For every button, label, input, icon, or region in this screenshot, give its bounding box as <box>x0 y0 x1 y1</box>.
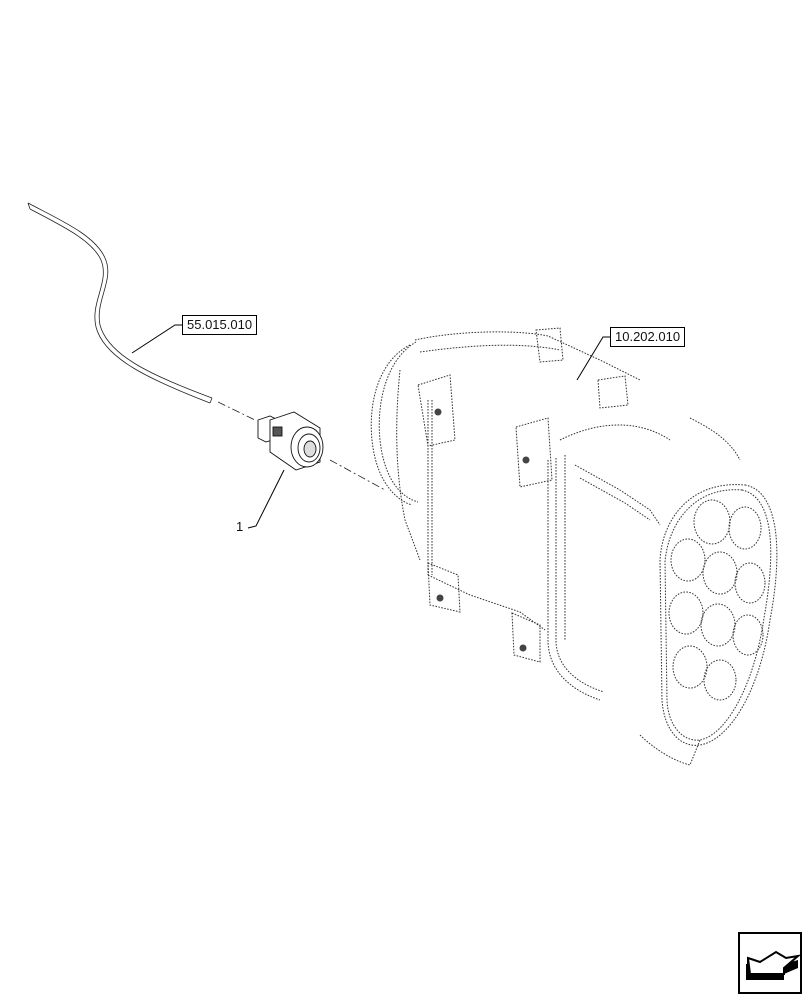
bolt-heads <box>434 408 530 652</box>
hose-drawing <box>27 202 213 404</box>
previous-page-button[interactable] <box>738 932 802 994</box>
reference-label-55-015-010[interactable]: 55.015.010 <box>182 315 258 335</box>
leader-55-015-010 <box>131 324 182 354</box>
back-arrow-icon <box>746 950 800 980</box>
reference-label-10-202-010[interactable]: 10.202.010 <box>610 327 686 347</box>
centerline <box>217 401 386 491</box>
leader-10-202-010 <box>576 336 610 381</box>
leader-item-1 <box>247 469 285 529</box>
housing-drawing <box>370 327 741 766</box>
item-number-1[interactable]: 1 <box>236 519 244 534</box>
filter-tube-face <box>659 484 778 746</box>
connector-drawing <box>257 411 324 471</box>
